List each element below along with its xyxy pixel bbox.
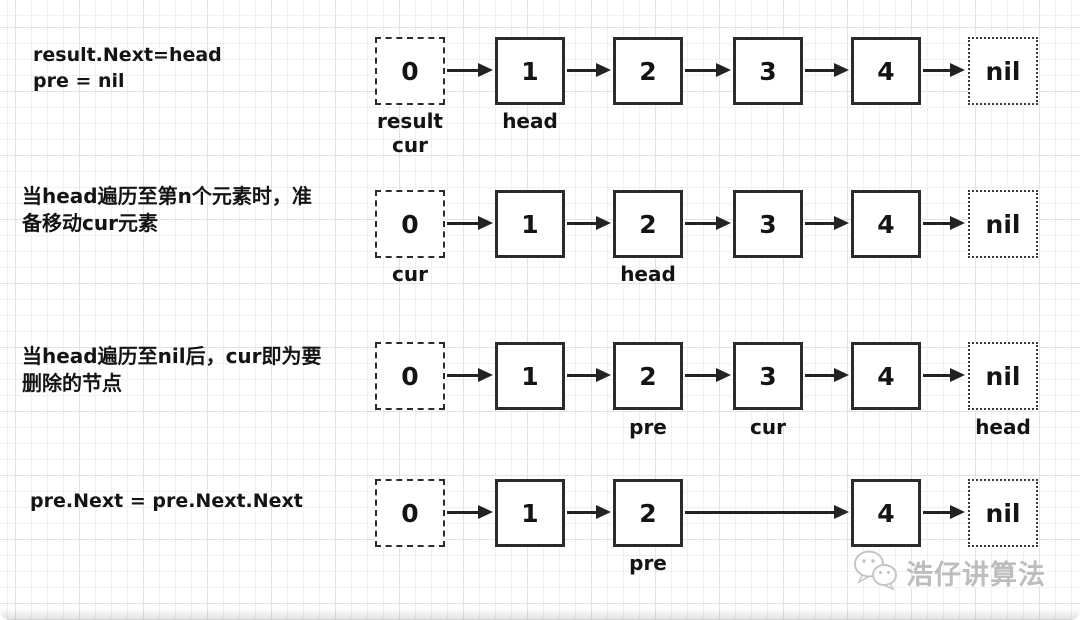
next-pointer-arrow xyxy=(447,63,493,77)
pointer-label: cur xyxy=(750,415,786,439)
list-node-nil: nil xyxy=(968,37,1038,105)
node-value: 2 xyxy=(639,361,657,391)
list-node: 3 xyxy=(733,190,803,258)
node-value: 4 xyxy=(877,209,895,239)
node-value: 0 xyxy=(401,498,419,528)
node-value: 3 xyxy=(759,209,777,239)
pointer-label: head xyxy=(620,262,676,286)
node-value: 4 xyxy=(877,56,895,86)
node-value: 1 xyxy=(521,361,539,391)
node-value: 3 xyxy=(759,361,777,391)
list-node: 3 xyxy=(733,342,803,410)
next-pointer-arrow xyxy=(447,505,493,519)
node-value: nil xyxy=(985,56,1021,86)
list-node: 2 xyxy=(613,342,683,410)
list-node: 1 xyxy=(495,37,565,105)
next-pointer-arrow xyxy=(447,368,493,382)
watermark: 浩仔讲算法 xyxy=(852,548,1046,596)
statement-row2: 当head遍历至第n个元素时，准 备移动cur元素 xyxy=(22,184,312,235)
node-value: nil xyxy=(985,498,1021,528)
list-node: 1 xyxy=(495,479,565,547)
list-node: 2 xyxy=(613,479,683,547)
pointer-label: pre xyxy=(629,551,667,575)
statement-row3: 当head遍历至nil后，cur即为要 删除的节点 xyxy=(22,344,322,395)
statement-row4: pre.Next = pre.Next.Next xyxy=(30,490,303,512)
next-pointer-arrow xyxy=(923,63,965,77)
next-pointer-arrow xyxy=(567,505,611,519)
next-pointer-arrow xyxy=(447,216,493,230)
list-node: 4 xyxy=(851,479,921,547)
next-pointer-arrow xyxy=(923,216,965,230)
pointer-label: pre xyxy=(629,415,667,439)
node-value: 0 xyxy=(401,209,419,239)
next-pointer-arrow xyxy=(567,63,611,77)
next-pointer-arrow xyxy=(685,216,731,230)
next-pointer-arrow xyxy=(923,368,965,382)
next-pointer-arrow xyxy=(805,216,849,230)
list-node-dummy: 0 xyxy=(375,342,445,410)
node-value: 1 xyxy=(521,498,539,528)
node-value: 2 xyxy=(639,498,657,528)
pointer-label: result cur xyxy=(377,109,443,157)
list-node-dummy: 0 xyxy=(375,479,445,547)
bottom-edge-shadow xyxy=(0,608,1080,620)
node-value: 0 xyxy=(401,56,419,86)
next-pointer-arrow xyxy=(805,368,849,382)
node-value: 2 xyxy=(639,56,657,86)
node-value: 2 xyxy=(639,209,657,239)
list-node: 3 xyxy=(733,37,803,105)
statement-row1: result.Next=head pre = nil xyxy=(33,44,222,92)
list-node-nil: nil xyxy=(968,479,1038,547)
list-node: 4 xyxy=(851,37,921,105)
next-pointer-arrow xyxy=(685,368,731,382)
node-value: 4 xyxy=(877,498,895,528)
list-node: 4 xyxy=(851,342,921,410)
skip-node-arrow xyxy=(685,505,849,519)
node-value: 3 xyxy=(759,56,777,86)
list-node-dummy: 0 xyxy=(375,37,445,105)
next-pointer-arrow xyxy=(567,216,611,230)
list-node: 4 xyxy=(851,190,921,258)
list-node-nil: nil xyxy=(968,342,1038,410)
node-value: nil xyxy=(985,209,1021,239)
node-value: nil xyxy=(985,361,1021,391)
pointer-label: cur xyxy=(392,262,428,286)
pointer-label: head xyxy=(502,109,558,133)
list-node-nil: nil xyxy=(968,190,1038,258)
list-node-dummy: 0 xyxy=(375,190,445,258)
list-node: 1 xyxy=(495,190,565,258)
list-node: 1 xyxy=(495,342,565,410)
node-value: 4 xyxy=(877,361,895,391)
pointer-label: head xyxy=(975,415,1031,439)
node-value: 1 xyxy=(521,209,539,239)
next-pointer-arrow xyxy=(923,505,965,519)
node-value: 0 xyxy=(401,361,419,391)
next-pointer-arrow xyxy=(685,63,731,77)
list-node: 2 xyxy=(613,37,683,105)
watermark-text: 浩仔讲算法 xyxy=(906,559,1046,591)
list-node: 2 xyxy=(613,190,683,258)
node-value: 1 xyxy=(521,56,539,86)
next-pointer-arrow xyxy=(567,368,611,382)
wechat-icon xyxy=(852,548,900,596)
next-pointer-arrow xyxy=(805,63,849,77)
